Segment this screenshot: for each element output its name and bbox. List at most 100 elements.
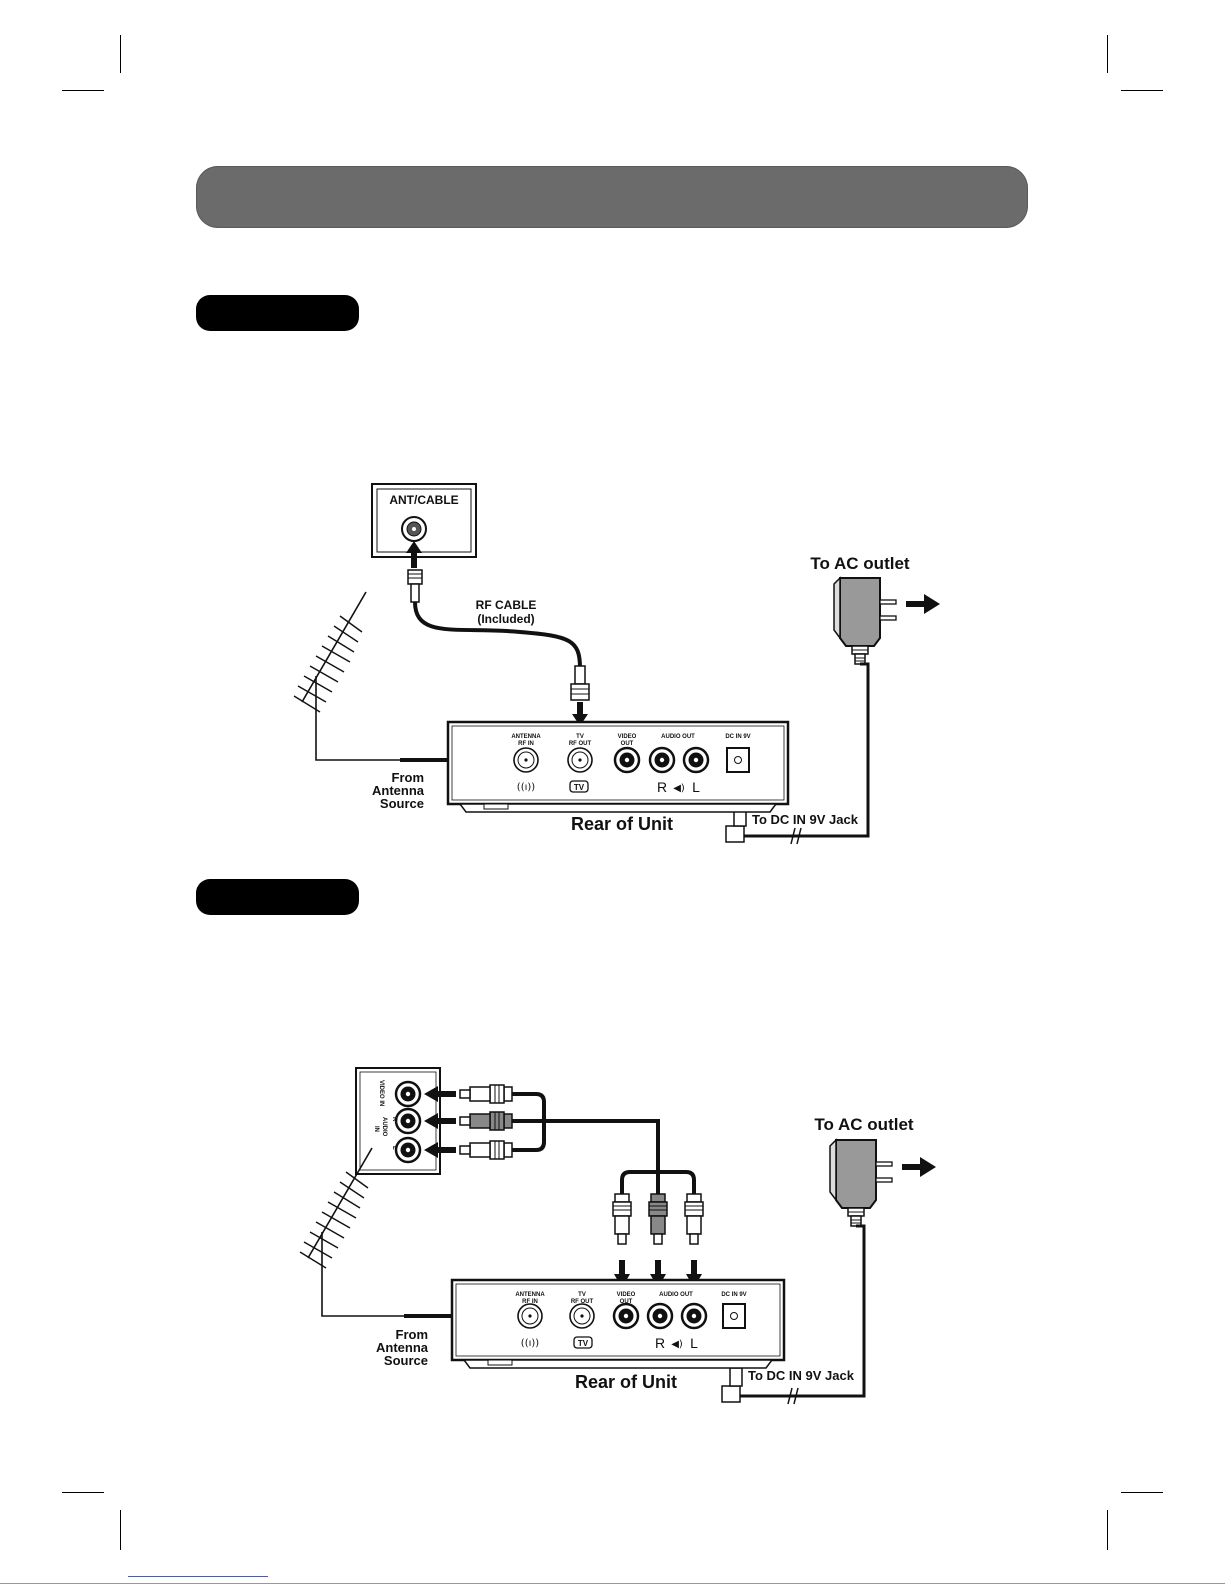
rca-plug-icon: [459, 1111, 513, 1131]
dc-jack-label: To DC IN 9V Jack: [752, 812, 859, 827]
rf-cable-included-label: (Included): [477, 612, 534, 626]
dc-in-jack: [722, 1303, 746, 1329]
crop-mark: [120, 1510, 121, 1550]
crop-mark: [1107, 1510, 1108, 1550]
panel-label: AUDIO OUT: [661, 734, 695, 740]
tv-badge: TV: [574, 783, 585, 792]
arrow-down-icon: [572, 702, 588, 726]
tv-rf-out-jack: [567, 747, 593, 773]
panel-label: TV: [578, 1292, 586, 1298]
audio-in-r-jack: [394, 1107, 422, 1135]
audio-r-label: R: [657, 779, 667, 795]
crop-mark: [62, 90, 104, 91]
audio-l-label: L: [692, 779, 700, 795]
panel-label: OUT: [620, 1299, 633, 1305]
panel-label: OUT: [621, 741, 634, 747]
audio-out-r-jack: [648, 746, 676, 774]
diagram-2: VIDEO IN AUDIO IN R L To AC outlet: [299, 1067, 936, 1405]
audio-r-label: R: [655, 1335, 665, 1351]
crop-mark: [120, 35, 121, 73]
power-cord: [740, 662, 870, 838]
panel-label: DC IN 9V: [721, 1292, 746, 1298]
rca-plug-icon: [648, 1193, 668, 1245]
panel-label: RF OUT: [571, 1299, 594, 1305]
antenna-rf-in-jack: [517, 1303, 543, 1329]
audio-l-label: L: [690, 1335, 698, 1351]
crop-mark: [1121, 1492, 1163, 1493]
arrow-right-icon: [902, 1157, 936, 1177]
panel-label: RF IN: [518, 741, 534, 747]
rca-plug-icon: [459, 1084, 513, 1104]
crop-mark: [1121, 90, 1163, 91]
speaker-icon: ◀): [671, 1339, 683, 1350]
panel-label: ANTENNA: [515, 1292, 545, 1298]
source-label: Source: [384, 1353, 428, 1368]
audio-out-l-jack: [680, 1302, 708, 1330]
from-label: From: [396, 1327, 429, 1342]
antenna-icon: [299, 1147, 373, 1269]
power-cord: [736, 1224, 866, 1398]
panel-label: VIDEO: [617, 1292, 636, 1298]
antenna-label: Antenna: [372, 783, 425, 798]
audio-in-label: AUDIO: [381, 1117, 387, 1137]
rear-panel-2: ANTENNA RF IN TV RF OUT VIDEO OUT AUDIO …: [450, 1278, 786, 1369]
antenna-symbol-icon: ((ı)): [521, 1338, 539, 1349]
section-pill-1: [196, 295, 359, 331]
panel-label: TV: [576, 734, 584, 740]
rf-cable: [413, 601, 582, 669]
ac-outlet-label: To AC outlet: [814, 1115, 913, 1134]
arrow-left-icon: [424, 1113, 456, 1129]
antenna-lead: [315, 676, 455, 761]
crop-mark: [1107, 35, 1108, 73]
antenna-symbol-icon: ((ı)): [517, 782, 535, 793]
av-cable: [512, 1119, 660, 1172]
video-out-jack: [612, 1302, 640, 1330]
panel-label: VIDEO: [618, 734, 637, 740]
rca-plug-icon: [684, 1193, 704, 1245]
source-label: Source: [380, 796, 424, 811]
antenna-rf-in-jack: [513, 747, 539, 773]
rca-plug-icon: [612, 1193, 632, 1245]
panel-label: ANTENNA: [511, 734, 541, 740]
tv-rf-out-jack: [569, 1303, 595, 1329]
section-header-bar: [196, 166, 1028, 228]
wall-plate: [371, 483, 477, 558]
footer-link-underline: [128, 1576, 268, 1577]
audio-in-l-jack: [394, 1136, 422, 1164]
ac-adapter-icon: [829, 1139, 893, 1227]
diagram-1: ANT/CABLE RF CABLE (Included) To AC outl…: [293, 483, 940, 845]
arrow-left-icon: [424, 1086, 456, 1102]
section-pill-2: [196, 879, 359, 915]
panel-label: RF IN: [522, 1299, 538, 1305]
ac-outlet-label: To AC outlet: [810, 554, 909, 573]
arrow-up-icon: [406, 541, 422, 568]
crop-mark: [62, 1492, 104, 1493]
antenna-label: Antenna: [376, 1340, 429, 1355]
antenna-lead: [321, 1232, 460, 1317]
rca-plug-icon: [459, 1140, 513, 1160]
arrow-left-icon: [424, 1142, 456, 1158]
audio-in-l-label: L: [391, 1146, 397, 1150]
panel-label: RF OUT: [569, 741, 592, 747]
video-in-label: VIDEO IN: [378, 1080, 384, 1106]
rear-of-unit-label: Rear of Unit: [571, 814, 673, 834]
video-out-jack: [613, 746, 641, 774]
tv-badge: TV: [578, 1339, 589, 1348]
video-in-jack: [394, 1080, 422, 1108]
ac-adapter-icon: [833, 577, 897, 665]
dc-jack-label: To DC IN 9V Jack: [748, 1368, 855, 1383]
audio-out-r-jack: [646, 1302, 674, 1330]
ant-cable-label: ANT/CABLE: [389, 493, 458, 507]
panel-label: DC IN 9V: [725, 734, 750, 740]
rear-of-unit-label: Rear of Unit: [575, 1372, 677, 1392]
page-bottom-rule: [0, 1583, 1225, 1584]
speaker-icon: ◀): [673, 783, 685, 794]
rf-cable-label: RF CABLE: [476, 598, 537, 612]
arrow-right-icon: [906, 594, 940, 614]
audio-in-r-label: R: [391, 1117, 397, 1122]
panel-label: AUDIO OUT: [659, 1292, 693, 1298]
audio-in-label: IN: [373, 1126, 379, 1132]
dc-in-jack: [726, 747, 750, 773]
audio-out-l-jack: [682, 746, 710, 774]
